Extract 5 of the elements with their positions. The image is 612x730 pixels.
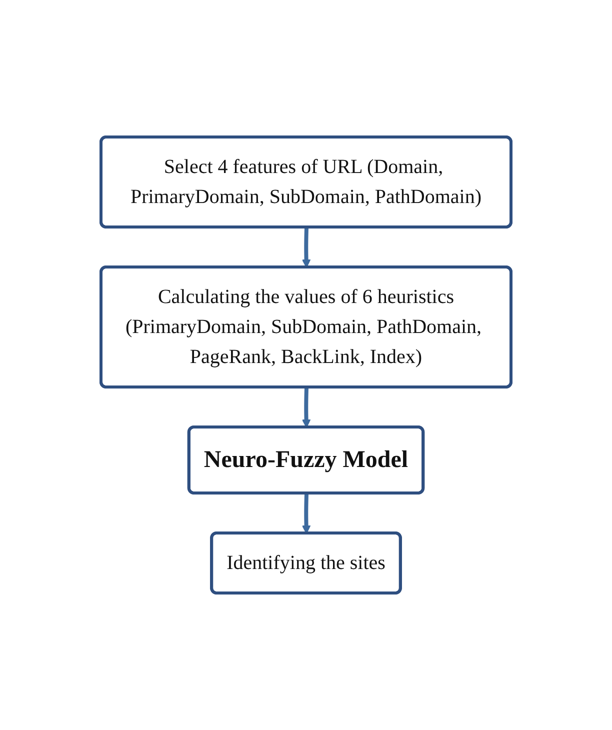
node-text: Select 4 features of URL (Domain, PrimaryDomain, SubDomain, PathDomain): [130, 156, 482, 208]
arrow: [302, 493, 311, 534]
arrow: [302, 227, 311, 268]
node-text: Calculating the values of 6 heuristics (PrimaryDomain, SubDomain, PathDomain, PageRank, BackLink, Index): [125, 286, 482, 368]
arrow: [302, 387, 311, 428]
